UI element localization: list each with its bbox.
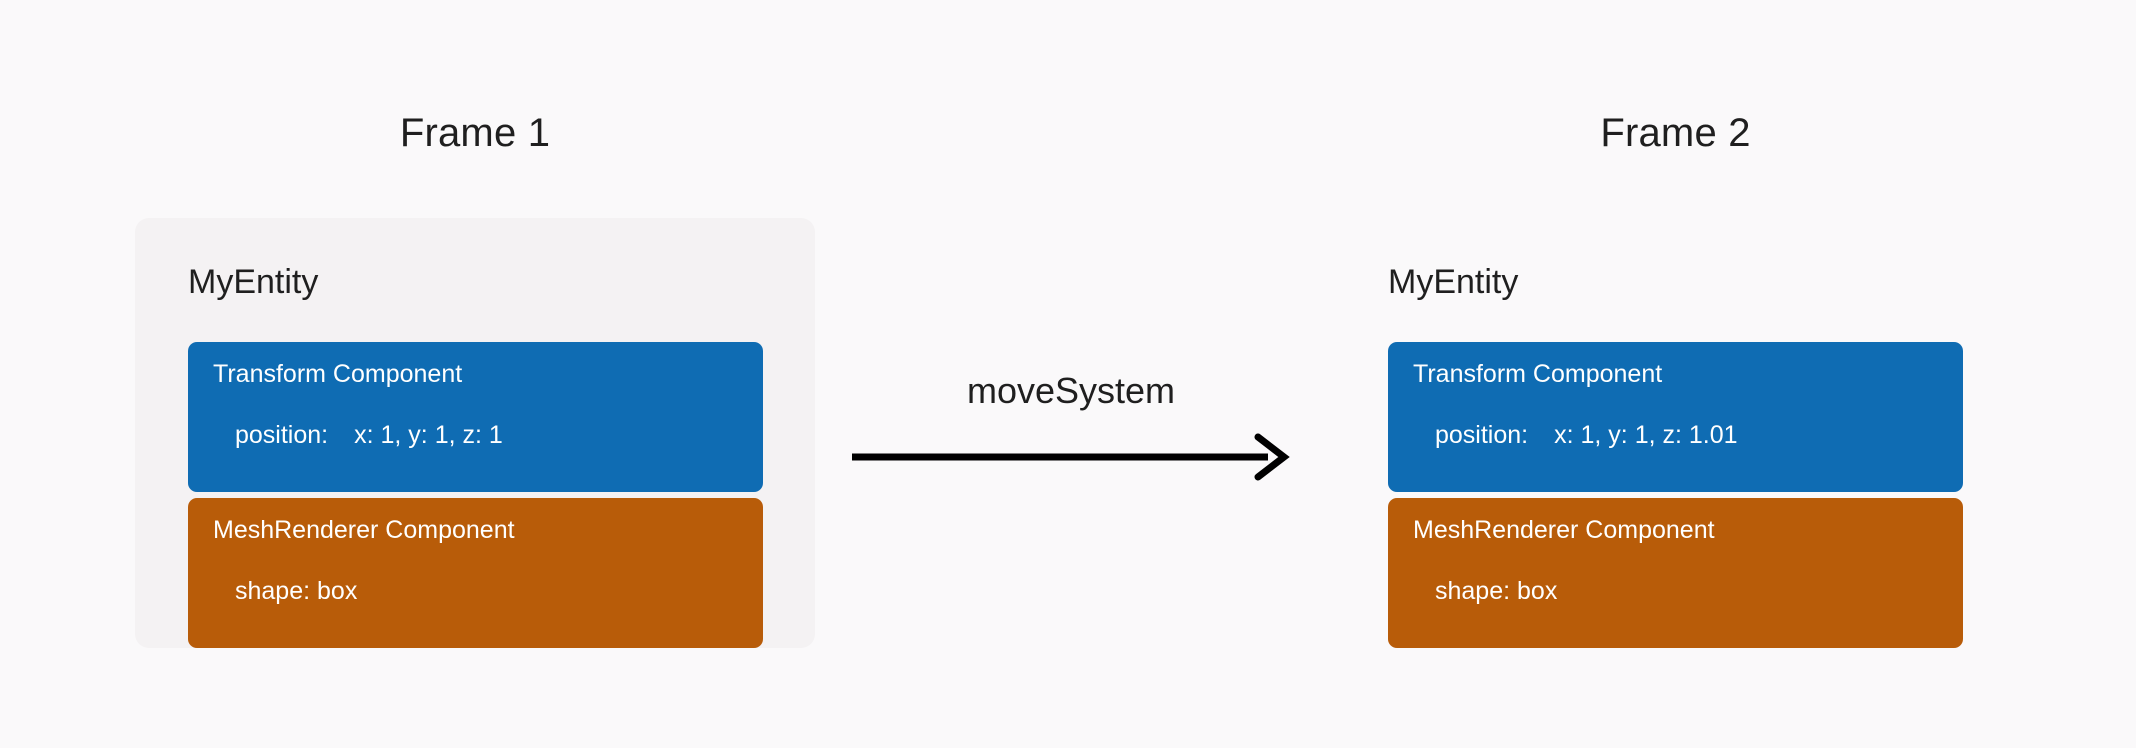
component-field: position: x: 1, y: 1, z: 1: [235, 423, 763, 448]
component-title: MeshRenderer Component: [213, 516, 515, 544]
frame-1-title: Frame 1: [399, 111, 551, 155]
frame-1-meshrenderer-component[interactable]: MeshRenderer Component shape: box: [188, 498, 763, 648]
frame-2-transform-component[interactable]: Transform Component position: x: 1, y: 1…: [1388, 342, 1963, 492]
component-field-key: position:: [1435, 421, 1529, 449]
frame-2-entity-card: MyEntity Transform Component position: x…: [1388, 218, 1963, 648]
arrow-right-icon: [852, 433, 1290, 481]
frame-1-entity-name: MyEntity: [188, 263, 319, 301]
system-label: moveSystem: [966, 370, 1176, 411]
frame-1-transform-component[interactable]: Transform Component position: x: 1, y: 1…: [188, 342, 763, 492]
component-title: Transform Component: [1413, 360, 1663, 388]
frame-2-entity-name: MyEntity: [1388, 263, 1519, 301]
component-field-key: position:: [235, 421, 329, 449]
transition-group: moveSystem: [850, 370, 1292, 490]
component-field-key: shape: box: [1435, 577, 1558, 605]
component-field-key: shape: box: [235, 577, 358, 605]
component-field-value: x: 1, y: 1, z: 1.01: [1554, 421, 1738, 449]
component-field-value: x: 1, y: 1, z: 1: [354, 421, 503, 449]
component-field: shape: box: [1435, 579, 1963, 604]
component-title: MeshRenderer Component: [1413, 516, 1715, 544]
component-field: shape: box: [235, 579, 763, 604]
component-field: position: x: 1, y: 1, z: 1.01: [1435, 423, 1963, 448]
frame-1-entity-card: MyEntity Transform Component position: x…: [135, 218, 815, 648]
frame-2-meshrenderer-component[interactable]: MeshRenderer Component shape: box: [1388, 498, 1963, 648]
component-title: Transform Component: [213, 360, 463, 388]
frame-2-title: Frame 2: [1600, 111, 1751, 155]
